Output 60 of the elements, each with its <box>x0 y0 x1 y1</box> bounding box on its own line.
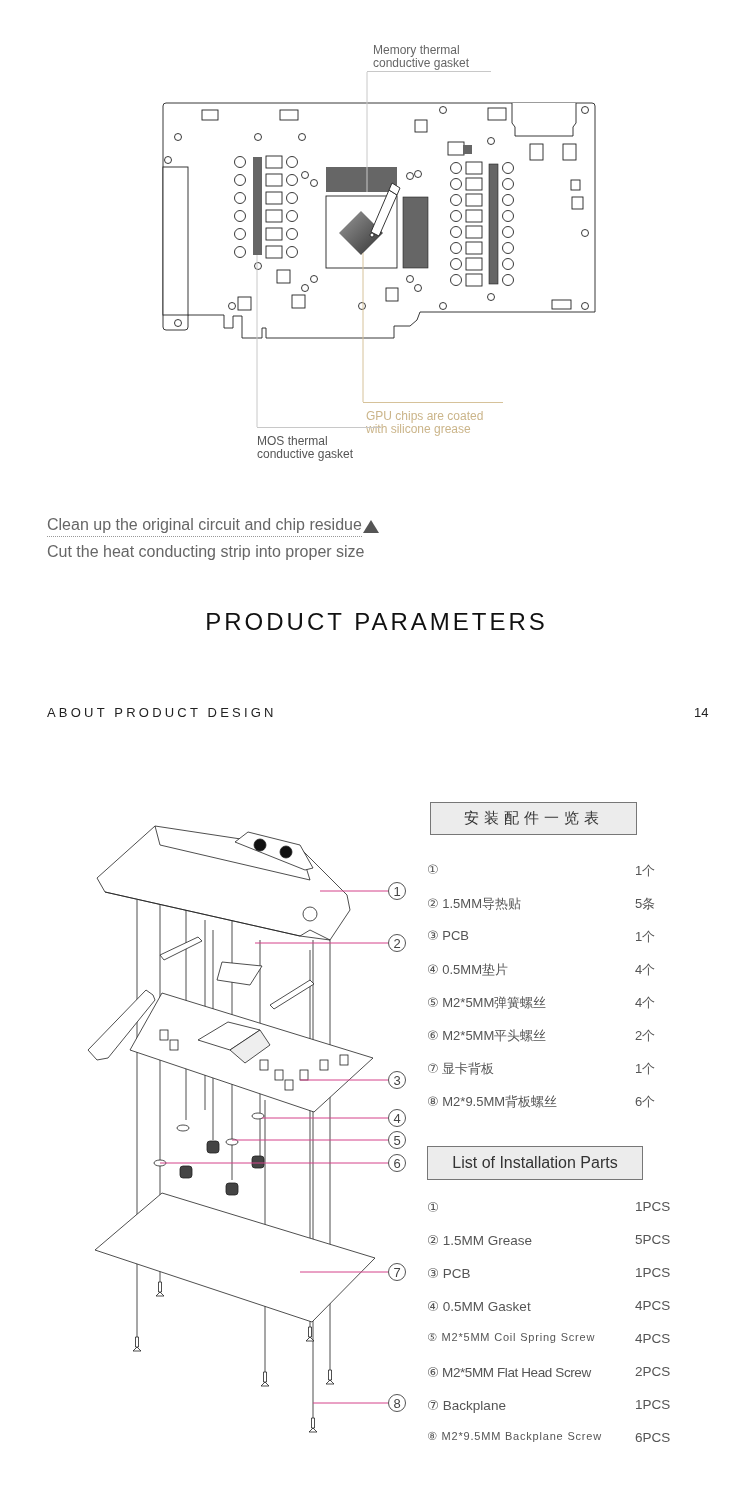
leader-line <box>254 942 389 944</box>
table-cell: 5PCS <box>635 1232 671 1247</box>
table-cell: 1个 <box>635 928 656 946</box>
table-cell: 2PCS <box>635 1364 671 1379</box>
table-cell: ④ 0.5MM垫片 <box>427 961 508 979</box>
table-cell: ⑤ M2*5MM Coil Spring Screw <box>427 1331 596 1344</box>
table-cell: ⑧ M2*9.5MM背板螺丝 <box>427 1093 558 1111</box>
table-cell: 6个 <box>635 1093 656 1111</box>
callout-number: 2 <box>388 934 406 952</box>
table-cell: ② 1.5MM Grease <box>427 1232 533 1248</box>
table-cell: 1个 <box>635 1060 656 1078</box>
table-cell: ⑧ M2*9.5MM Backplane Screw <box>427 1430 602 1443</box>
table-cell: ⑥ M2*5MM平头螺丝 <box>427 1027 547 1045</box>
memory-chip <box>326 167 397 192</box>
table-cell: 4PCS <box>635 1298 671 1313</box>
table-cell: 5条 <box>635 895 656 913</box>
callout-number: 7 <box>388 1263 406 1281</box>
table-cell: 6PCS <box>635 1430 671 1445</box>
table-cell: 4PCS <box>635 1331 671 1346</box>
table-cell: 1PCS <box>635 1397 671 1412</box>
leader-line <box>362 252 364 403</box>
callout-number: 5 <box>388 1131 406 1149</box>
table-cell: ② 1.5MM导热贴 <box>427 895 521 913</box>
leader-line <box>261 1117 389 1119</box>
leader-line <box>159 1162 389 1164</box>
section-heading: ABOUT PRODUCT DESIGN <box>47 705 277 720</box>
table-cell: ⑦ Backplane <box>427 1397 506 1413</box>
table-heading: 安装配件一览表 <box>430 802 637 835</box>
leader-line <box>299 1271 389 1273</box>
callout-number: 3 <box>388 1071 406 1089</box>
mos-thermal-strip <box>253 157 262 255</box>
callout-number: 8 <box>388 1394 406 1412</box>
table-heading: List of Installation Parts <box>427 1146 643 1180</box>
table-cell: ① <box>427 1199 440 1215</box>
table-cell: ④ 0.5MM Gasket <box>427 1298 531 1314</box>
table-cell: ⑦ 显卡背板 <box>427 1060 495 1078</box>
leader-line <box>231 1139 389 1141</box>
table-cell: 1个 <box>635 862 656 880</box>
table-cell: ① <box>427 862 439 877</box>
table-cell: 1PCS <box>635 1199 671 1214</box>
table-cell: 2个 <box>635 1027 656 1045</box>
leader-line <box>299 1079 389 1081</box>
leader-line <box>319 890 389 892</box>
page-number: 14 <box>694 705 709 720</box>
table-cell: ⑤ M2*5MM弹簧螺丝 <box>427 994 547 1012</box>
table-cell: ③ PCB <box>427 928 469 943</box>
table-cell: ⑥ M2*5MM Flat Head Screw <box>427 1364 591 1380</box>
table-cell: 4个 <box>635 961 656 979</box>
leader-label: Memory thermal conductive gasket <box>367 42 491 72</box>
leader-line <box>312 1402 389 1404</box>
gpu-chip <box>339 211 383 255</box>
table-cell: 1PCS <box>635 1265 671 1280</box>
section-title: PRODUCT PARAMETERS <box>204 608 549 636</box>
instruction-text: Cut the heat conducting strip into proper size <box>47 543 365 561</box>
table-cell: 4个 <box>635 994 656 1012</box>
callout-number: 4 <box>388 1109 406 1127</box>
instruction-text: Clean up the original circuit and chip residue <box>47 516 362 537</box>
callout-number: 1 <box>388 882 406 900</box>
table-cell: ③ PCB <box>427 1265 471 1281</box>
callout-number: 6 <box>388 1154 406 1172</box>
